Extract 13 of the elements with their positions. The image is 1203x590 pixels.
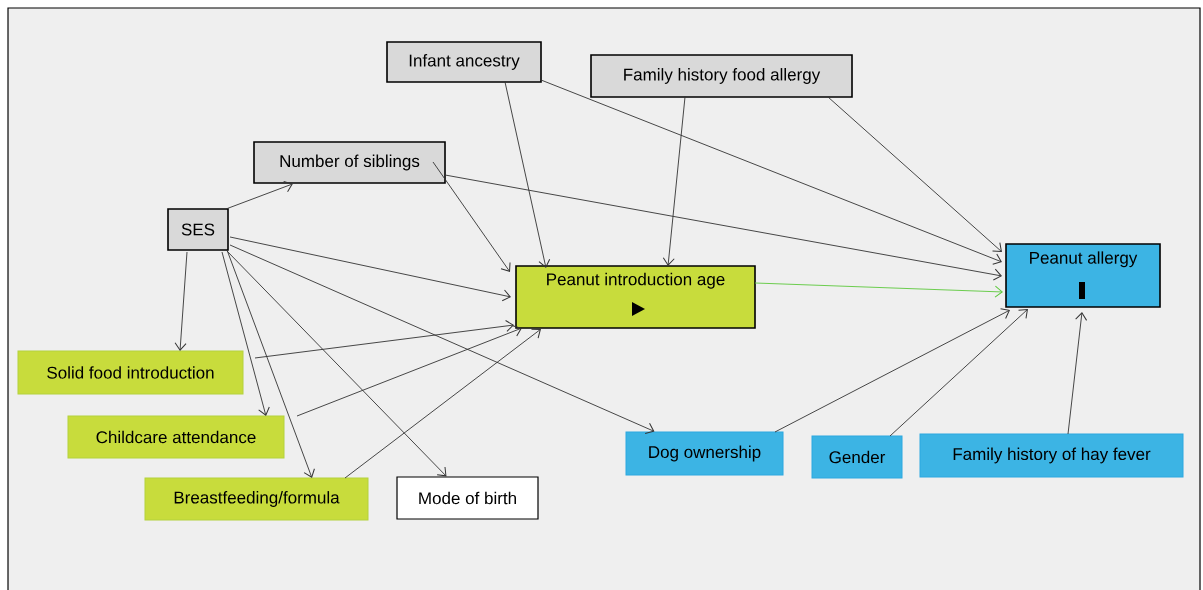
variable-box: Number of siblings [253, 141, 446, 184]
exposure-box: Peanut introduction age [515, 265, 756, 329]
variable-box: Childcare attendance [67, 415, 285, 459]
variable-box: SES [167, 208, 229, 251]
variable-box: Dog ownership [625, 431, 784, 476]
variable-box: Gender [811, 435, 903, 479]
variable-box: Solid food introduction [17, 350, 244, 395]
variable-box: Family history of hay fever [919, 433, 1184, 478]
outcome-box: Peanut allergy [1005, 243, 1161, 308]
variable-box: Mode of birth [396, 476, 539, 520]
variable-box: Infant ancestry [386, 41, 542, 83]
variable-box: Breastfeeding/formula [144, 477, 369, 521]
variable-box: Family history food allergy [590, 54, 853, 98]
